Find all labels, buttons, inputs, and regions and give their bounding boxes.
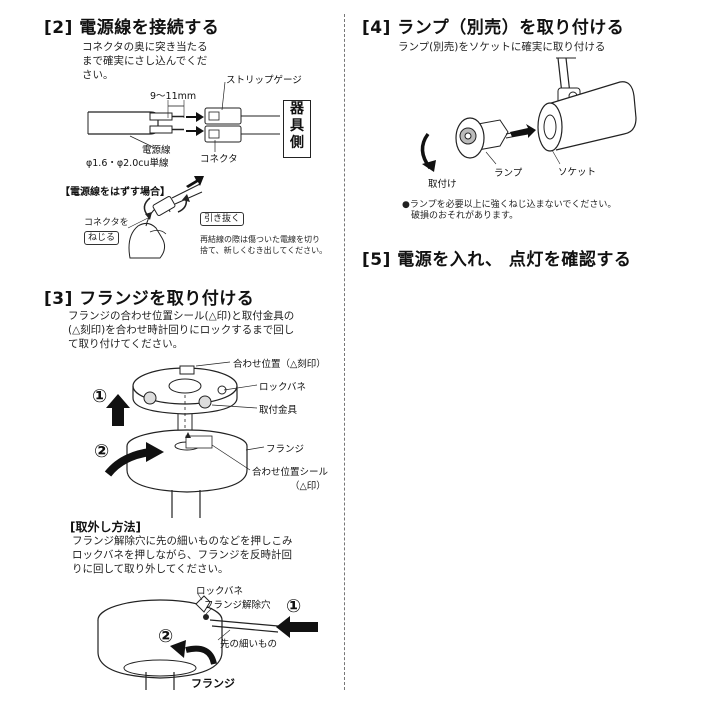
section5-title: [5] 電源を入れ、 点灯を確認する — [362, 250, 632, 270]
thin-object-label: 先の細いもの — [220, 639, 278, 650]
bracket-label: 取付金具 — [259, 405, 298, 416]
lamp-label: ランプ — [494, 168, 523, 179]
flange-label: フランジ — [266, 444, 305, 455]
lamp-warning: ●ランプを必要以上に強くねじ込まないでください。 破損のおそれがあります。 — [402, 200, 617, 221]
removal-step2-marker: ② — [158, 626, 174, 647]
reconnect-note: 再結線の際は傷ついた電線を切り 捨て、新しくむき出してください。 — [200, 235, 328, 255]
flange-removal-diagram — [97, 593, 318, 690]
wire-connection-diagram — [87, 81, 280, 152]
section3-description: フランジの合わせ位置シール(△印)と取付金具の (△刻印)を合わせ時計回りにロッ… — [68, 310, 295, 350]
lamp-install-diagram — [420, 57, 637, 172]
device-side-box: 器 具 側 — [283, 100, 311, 158]
socket-label: ソケット — [558, 167, 597, 178]
removal-heading: 【電源線をはずす場合】 — [60, 187, 170, 198]
wire-label: 電源線 — [142, 145, 171, 156]
hand-twist-illustration — [127, 176, 204, 259]
step1-marker: ① — [92, 386, 108, 407]
strip-length-label: 9～11mm — [150, 91, 197, 102]
strip-gauge-label: ストリップゲージ — [226, 75, 302, 86]
section3-title: [3] フランジを取り付ける — [44, 289, 255, 309]
removal-flange-label: フランジ — [191, 677, 235, 690]
flange-install-diagram — [104, 361, 265, 518]
removal-method-title: [取外し方法] — [70, 520, 141, 534]
pull-out-label: 引き抜く — [200, 212, 245, 226]
lock-spring-label: ロックバネ — [259, 382, 307, 393]
section4-description: ランプ(別売)をソケットに確実に取り付ける — [398, 41, 606, 53]
seal-mark-label: （△印） — [290, 481, 326, 492]
seal-label: 合わせ位置シール — [252, 467, 329, 478]
section2-title: [2] 電源線を接続する — [44, 18, 220, 38]
removal-method-description: フランジ解除穴に先の細いものなどを押しこみ ロックバネを押しながら、フランジを反… — [72, 535, 293, 575]
connector-label: コネクタ — [200, 154, 238, 165]
step2-marker: ② — [94, 441, 110, 462]
section4-title: [4] ランプ（別売）を取り付ける — [362, 18, 625, 38]
section2-description: コネクタの奥に突き当たる まで確実にさし込んでくだ さい。 — [82, 41, 208, 81]
align-position-label: 合わせ位置（△刻印） — [233, 359, 326, 370]
column-divider — [344, 14, 345, 690]
install-label: 取付け — [428, 179, 457, 190]
removal-step1-marker: ① — [286, 596, 302, 617]
twist-connector-label: コネクタを ねじる — [84, 218, 129, 245]
removal-lock-spring-label: ロックバネ — [196, 586, 244, 597]
release-hole-label: フランジ解除穴 — [204, 600, 271, 611]
wire-spec-label: φ1.6・φ2.0cu単線 — [86, 158, 169, 169]
